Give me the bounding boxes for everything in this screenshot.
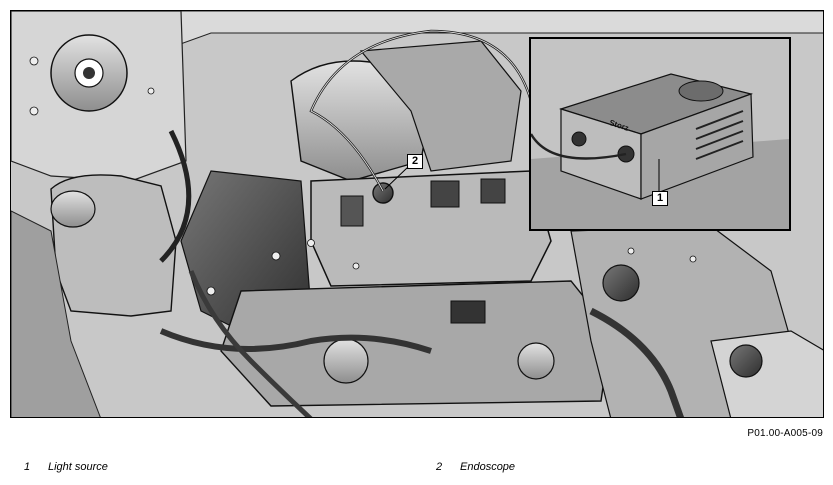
callout-1: 1 — [652, 191, 668, 206]
callout-1-leader — [658, 159, 660, 191]
callout-2-leader — [384, 166, 409, 190]
legend-item-1: 1 Light source — [24, 461, 108, 473]
legend-label-2: Endoscope — [460, 461, 516, 473]
figure-reference: P01.00-A005-09 — [747, 428, 823, 439]
legend-number-2: 2 — [436, 461, 443, 473]
engine-bay-illustration: Storz 1 2 — [10, 10, 824, 418]
legend-number-1: 1 — [24, 461, 31, 473]
callout-2: 2 — [407, 154, 423, 169]
legend-label-1: Light source — [48, 461, 108, 473]
legend-item-2: 2 Endoscope — [436, 461, 515, 473]
